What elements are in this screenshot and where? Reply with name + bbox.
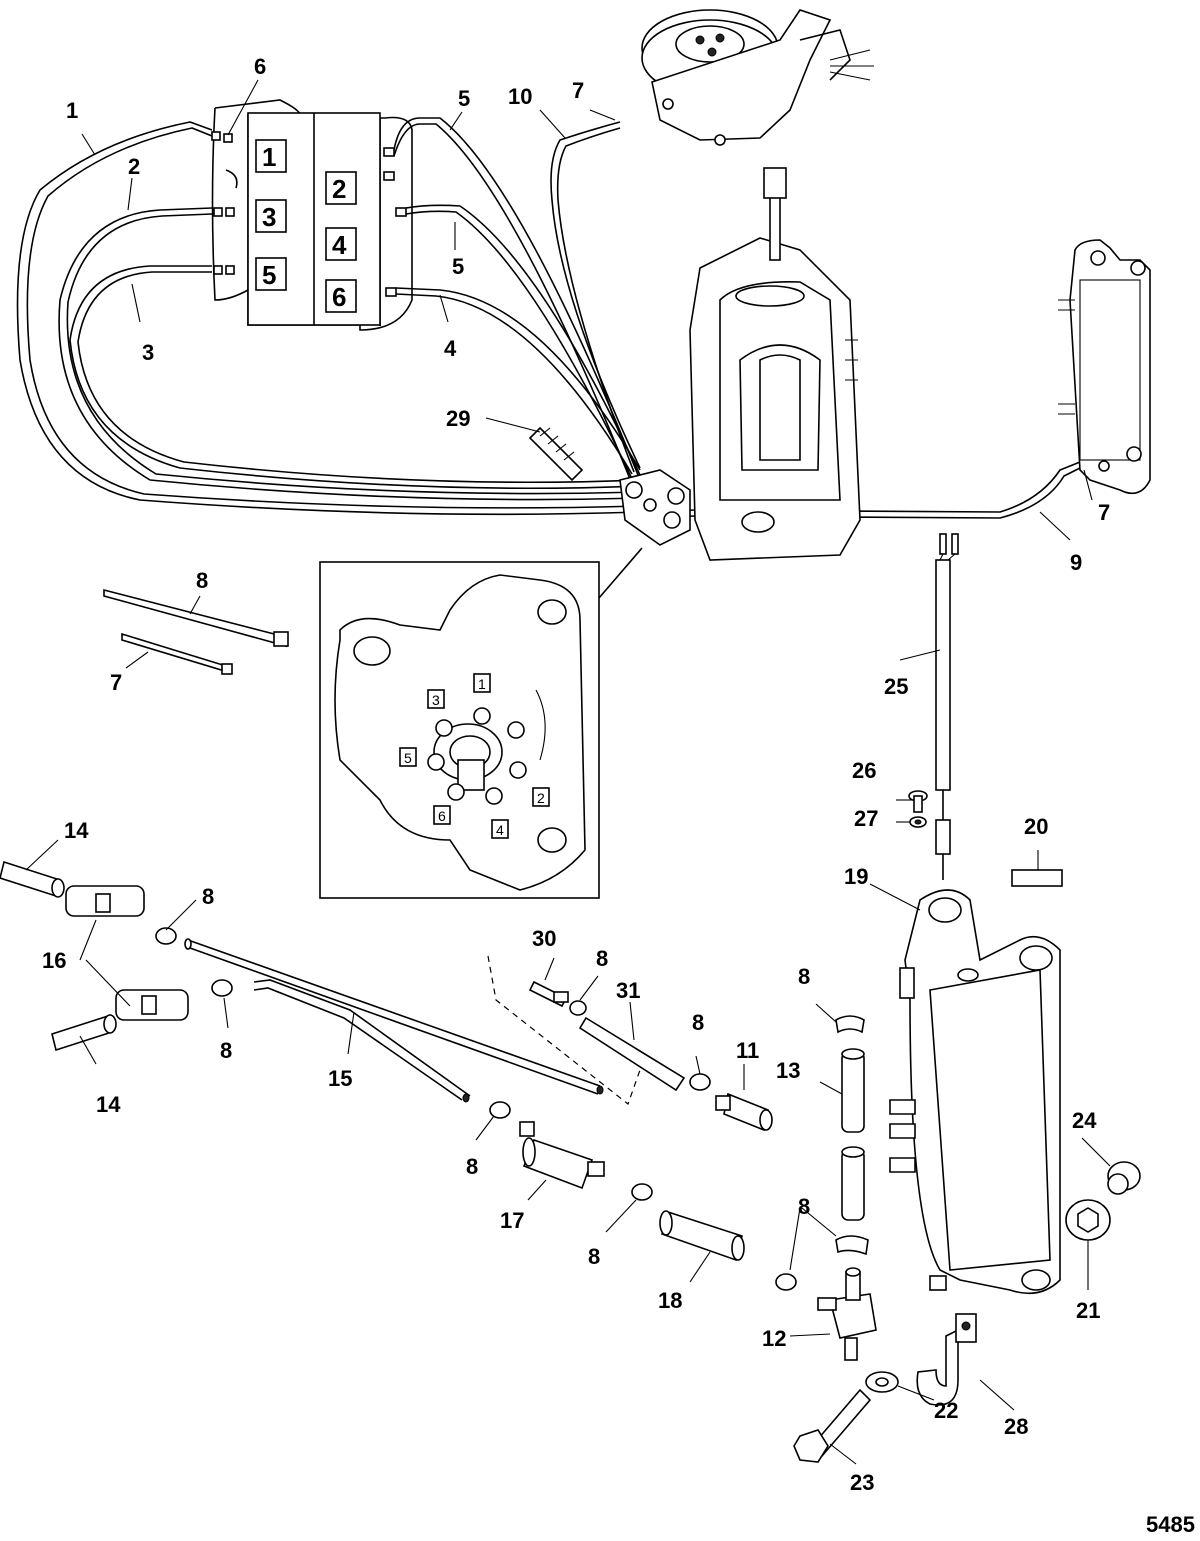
callout-25: 25	[884, 674, 908, 699]
callout-27: 27	[854, 806, 878, 831]
callout-14-lower: 14	[96, 1092, 121, 1117]
detail-cylinder-5: 5	[404, 750, 412, 766]
washer-22	[865, 1371, 899, 1393]
callout-4: 4	[444, 336, 457, 361]
cylinder-block-outline	[211, 99, 413, 331]
fitting-fittings-left	[211, 131, 407, 297]
fitting-30	[528, 980, 569, 1008]
primer-hoses	[16, 117, 1081, 519]
callout-7-right: 7	[1098, 500, 1110, 525]
callout-1: 1	[66, 98, 78, 123]
plug-24	[1107, 1161, 1141, 1195]
cylinder-label-1: 1	[262, 142, 276, 172]
cable-ties	[103, 588, 289, 675]
callout-19: 19	[844, 864, 868, 889]
callout-11: 11	[736, 1038, 759, 1063]
detail-cylinder-3: 3	[432, 692, 440, 708]
callout-5-lower: 5	[452, 254, 464, 279]
callout-29: 29	[446, 406, 470, 431]
clamps-8-left	[155, 927, 797, 1291]
callout-20: 20	[1024, 814, 1048, 839]
hose-14-upper	[0, 860, 65, 898]
callout-12: 12	[762, 1326, 786, 1351]
tee-fitting-12	[817, 1267, 877, 1361]
callout-7-top: 7	[572, 78, 584, 103]
hose-15	[184, 938, 604, 1103]
connector-16-upper	[65, 885, 145, 917]
callout-13: 13	[776, 1058, 800, 1083]
cylinder-label-5: 5	[262, 260, 276, 290]
callout-18: 18	[658, 1288, 682, 1313]
clamp-28	[916, 1313, 977, 1406]
harness-25	[935, 533, 959, 880]
callout-3: 3	[142, 340, 154, 365]
callout-7-tie: 7	[110, 670, 122, 695]
hose-14-lower	[51, 1014, 117, 1052]
callout-8-upper-left: 8	[202, 884, 214, 909]
callout-14-upper: 14	[64, 818, 89, 843]
callout-8-bottom: 8	[588, 1244, 600, 1269]
decal-20	[1011, 869, 1063, 887]
callout-16: 16	[42, 948, 66, 973]
callout-22: 22	[934, 1398, 958, 1423]
callout-8-clamp-top: 8	[798, 964, 810, 989]
detail-cylinder-6: 6	[438, 808, 446, 824]
washer-27	[909, 816, 927, 828]
cylinder-label-4: 4	[332, 230, 347, 260]
leader-lines	[25, 79, 1111, 1465]
part-29-screen	[528, 426, 584, 482]
filter-17	[519, 1121, 605, 1190]
callout-5-upper: 5	[458, 86, 470, 111]
hose-13	[841, 1048, 865, 1221]
callout-8-right-hose: 8	[692, 1010, 704, 1035]
callout-8-center: 8	[596, 946, 608, 971]
callout-8-tie: 8	[196, 568, 208, 593]
screw-26	[908, 790, 928, 813]
callout-24: 24	[1072, 1108, 1097, 1133]
detail-cylinder-2: 2	[537, 790, 545, 806]
cylinder-label-2: 2	[332, 174, 346, 204]
detail-inset: 1 2 3 4 5 6	[319, 547, 643, 899]
flywheel-assembly	[641, 9, 874, 146]
plug-21	[1065, 1199, 1111, 1241]
cylinder-label-3: 3	[262, 202, 276, 232]
callout-17: 17	[500, 1208, 524, 1233]
callout-31: 31	[616, 978, 640, 1003]
vapor-separator-outline	[1058, 239, 1151, 495]
callout-numbers: 1 2 3 4 5 5 6 10 7 29 7 9 8 7 25 26 27 2…	[42, 54, 1195, 1537]
callout-8-mid-left: 8	[220, 1038, 232, 1063]
detail-cylinder-1: 1	[478, 676, 486, 692]
callout-6: 6	[254, 54, 266, 79]
callout-30: 30	[532, 926, 556, 951]
detail-cylinder-4: 4	[496, 822, 504, 838]
connector-16-lower	[115, 989, 189, 1021]
cylinder-label-6: 6	[332, 282, 346, 312]
callout-15: 15	[328, 1066, 352, 1091]
callout-8-tee: 8	[798, 1194, 810, 1219]
cylinder-number-boxes-top: 1 2 3 4 5 6	[255, 139, 357, 313]
part-19-separator-tank	[889, 889, 1061, 1295]
bolt-23	[793, 1388, 872, 1463]
callout-2: 2	[128, 154, 140, 179]
hose-18	[659, 1210, 745, 1262]
dashed-assembly-box	[487, 955, 641, 1105]
callout-9: 9	[1070, 550, 1082, 575]
callout-26: 26	[852, 758, 876, 783]
callout-8-filter: 8	[466, 1154, 478, 1179]
primer-manifold-block	[619, 167, 861, 561]
callout-28: 28	[1004, 1414, 1028, 1439]
clamps-8-right	[835, 1015, 869, 1256]
fitting-11	[715, 1092, 773, 1132]
figure-number: 5485	[1146, 1512, 1195, 1537]
callout-23: 23	[850, 1470, 874, 1495]
callout-21: 21	[1076, 1298, 1100, 1323]
callout-10: 10	[508, 84, 532, 109]
hose-31	[578, 1016, 686, 1092]
